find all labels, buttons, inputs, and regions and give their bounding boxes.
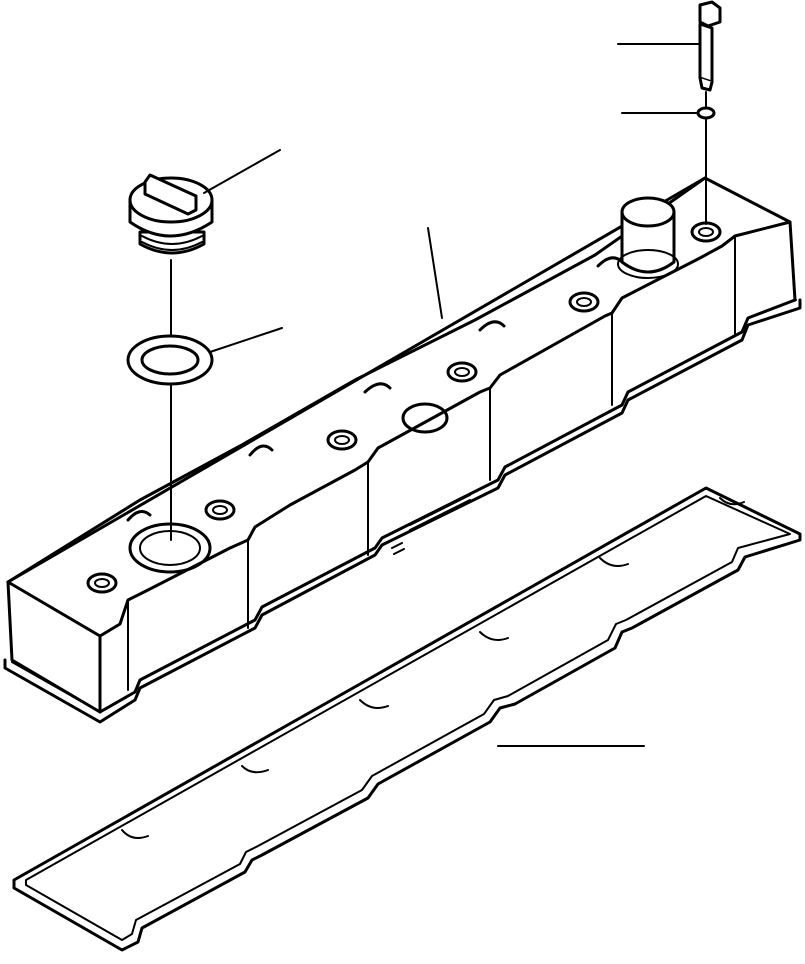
valve-cover-ribs xyxy=(127,235,736,691)
valve-cover-back-edge xyxy=(6,176,707,584)
assembly-center-lines xyxy=(170,91,707,541)
leader-cover xyxy=(427,227,443,319)
valve-cover-top xyxy=(6,176,797,714)
leader-lines xyxy=(203,43,701,747)
center-plug xyxy=(401,402,449,434)
breather-tube xyxy=(617,196,679,279)
leader-o-ring xyxy=(209,327,283,353)
valve-cover-gasket xyxy=(12,486,802,952)
bolt xyxy=(698,0,722,92)
oil-filler-cap xyxy=(128,173,214,255)
washer xyxy=(696,106,716,120)
valve-cover-flange xyxy=(3,298,802,724)
valve-cover-scallops xyxy=(126,256,624,522)
valve-cover xyxy=(3,176,802,724)
o-ring xyxy=(126,334,214,386)
leader-cap xyxy=(203,149,281,194)
